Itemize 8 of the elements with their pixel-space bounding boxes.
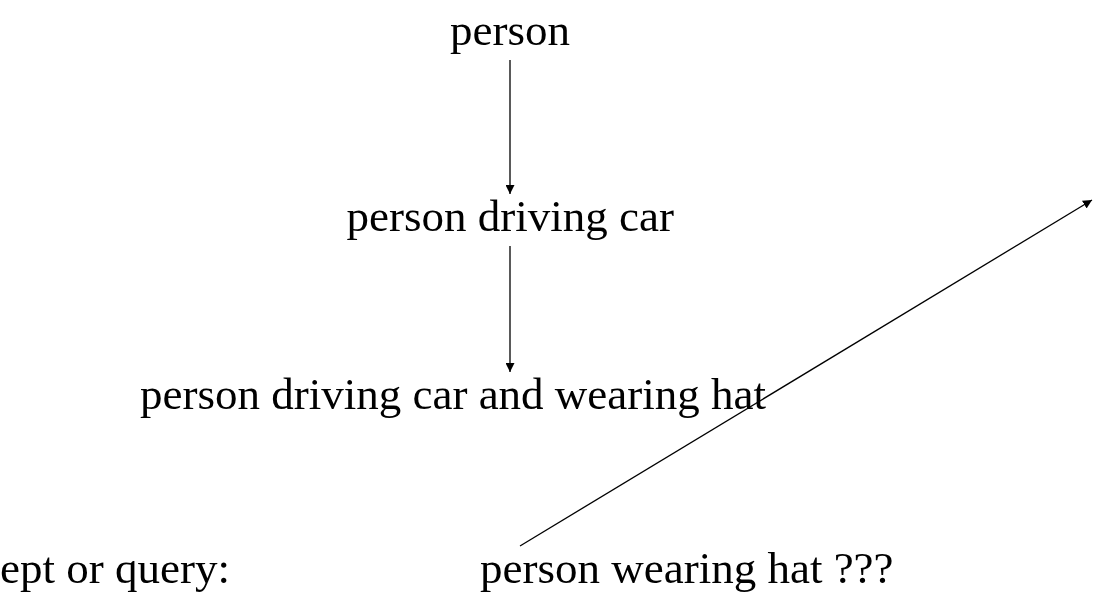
arrow [519,199,1093,547]
arrow [505,59,515,195]
node-text: person driving car [346,190,674,242]
arrow [505,245,515,373]
node-text: person driving car and wearing hat [140,368,767,420]
note-text: ept or query: [0,542,230,594]
node-text: person [450,4,570,56]
node-text: person wearing hat ??? [480,542,894,594]
